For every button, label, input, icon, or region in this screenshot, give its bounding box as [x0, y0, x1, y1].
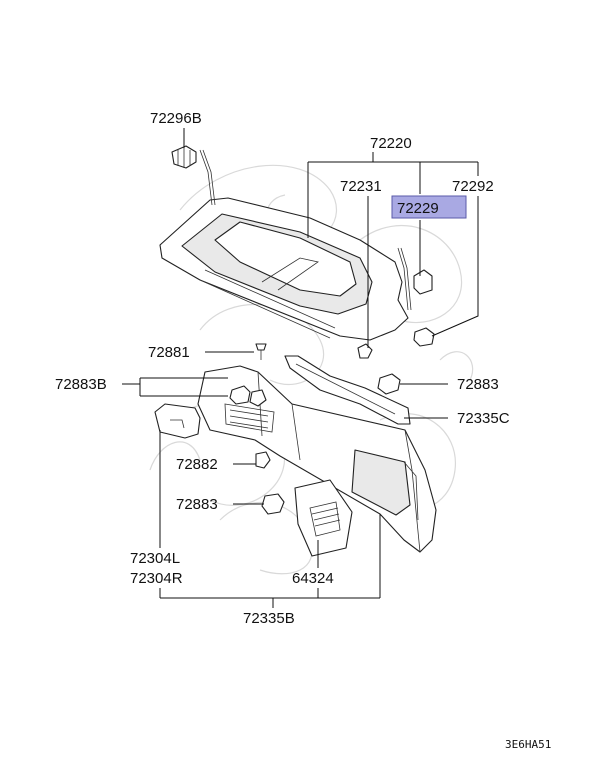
- clip-72883-right: [377, 373, 401, 395]
- label-72335C: 72335C: [457, 410, 510, 427]
- pin-72231: [357, 343, 373, 359]
- label-64324: 64324: [292, 570, 334, 587]
- highlight-72229: [391, 195, 467, 219]
- diagram-code: 3E6HA51: [505, 738, 551, 751]
- grille-64324: [294, 479, 353, 557]
- clip-72883-left: [261, 493, 285, 515]
- label-72220: 72220: [370, 135, 412, 152]
- hinge-72229: [413, 269, 433, 295]
- label-72883-right: 72883: [457, 376, 499, 393]
- label-72304L: 72304L: [130, 550, 180, 567]
- label-72883B: 72883B: [55, 376, 107, 393]
- side-trim-72304: [154, 403, 201, 439]
- label-72304R: 72304R: [130, 570, 183, 587]
- label-72292: 72292: [452, 178, 494, 195]
- label-72883-left: 72883: [176, 496, 218, 513]
- trim-panel-72335B: [197, 365, 437, 553]
- bolt-72883B: [229, 385, 267, 407]
- leader-lines: [122, 128, 479, 608]
- clip-72292: [413, 327, 435, 347]
- label-72335B: 72335B: [243, 610, 295, 627]
- clip-72296B: [171, 145, 197, 169]
- parcel-shelf: [159, 149, 412, 341]
- label-72229: 72229: [397, 200, 439, 217]
- rail-72335C: [284, 355, 411, 425]
- clip-72882: [255, 451, 271, 469]
- label-72882: 72882: [176, 456, 218, 473]
- label-72881: 72881: [148, 344, 190, 361]
- label-72296B: 72296B: [150, 110, 202, 127]
- screw-72881: [255, 343, 267, 360]
- label-72231: 72231: [340, 178, 382, 195]
